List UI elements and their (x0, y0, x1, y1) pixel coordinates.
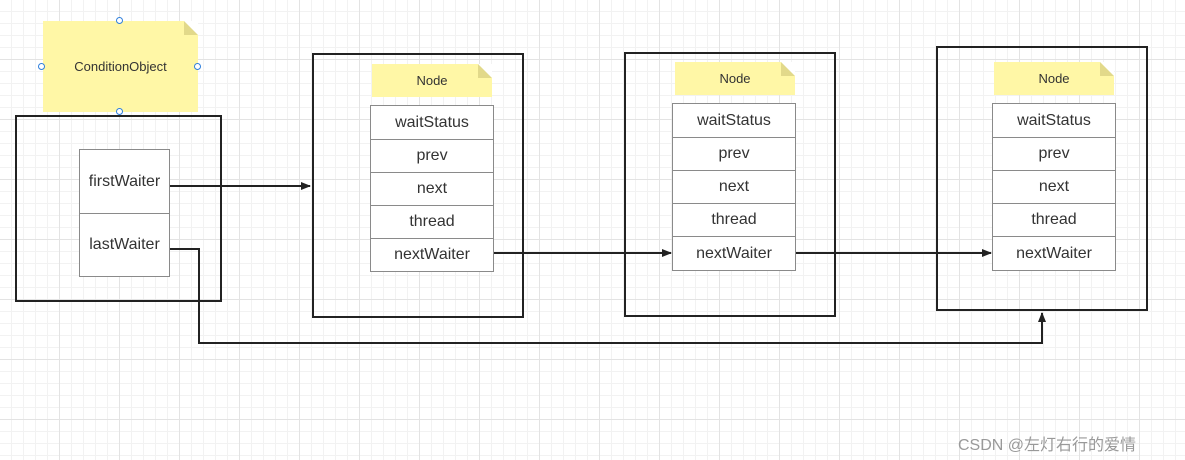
node1-thread-field[interactable]: thread (370, 205, 494, 239)
node3-waitstatus-field[interactable]: waitStatus (992, 103, 1116, 138)
node-box-3[interactable] (936, 46, 1148, 311)
node1-prev-field[interactable]: prev (370, 139, 494, 173)
node-note-2[interactable]: Node (675, 62, 795, 95)
condition-object-note[interactable]: ConditionObject (43, 21, 198, 112)
node2-prev-field[interactable]: prev (672, 137, 796, 171)
last-waiter-field[interactable]: lastWaiter (79, 213, 170, 277)
first-waiter-field[interactable]: firstWaiter (79, 149, 170, 214)
selection-handle-right[interactable] (194, 63, 201, 70)
node3-nextwaiter-field[interactable]: nextWaiter (992, 236, 1116, 271)
condition-object-box[interactable] (15, 115, 222, 302)
node-label-1: Node (416, 73, 448, 88)
node2-waitstatus-field[interactable]: waitStatus (672, 103, 796, 138)
node3-next-field[interactable]: next (992, 170, 1116, 204)
csdn-watermark: CSDN @左灯右行的爱情 (958, 437, 1137, 454)
node-box-2[interactable] (624, 52, 836, 317)
node-note-1[interactable]: Node (372, 64, 492, 97)
node3-prev-field[interactable]: prev (992, 137, 1116, 171)
node-label-2: Node (719, 71, 751, 86)
node2-nextwaiter-field[interactable]: nextWaiter (672, 236, 796, 271)
node2-thread-field[interactable]: thread (672, 203, 796, 237)
node2-next-field[interactable]: next (672, 170, 796, 204)
node1-next-field[interactable]: next (370, 172, 494, 206)
selection-handle-bottom[interactable] (116, 108, 123, 115)
selection-handle-left[interactable] (38, 63, 45, 70)
last-waiter-arrow[interactable] (170, 248, 1046, 344)
node-note-3[interactable]: Node (994, 62, 1114, 95)
selection-handle-top[interactable] (116, 17, 123, 24)
condition-object-label: ConditionObject (74, 59, 167, 74)
node-box-1[interactable] (312, 53, 524, 318)
node1-nextwaiter-field[interactable]: nextWaiter (370, 238, 494, 272)
node-label-3: Node (1038, 71, 1070, 86)
